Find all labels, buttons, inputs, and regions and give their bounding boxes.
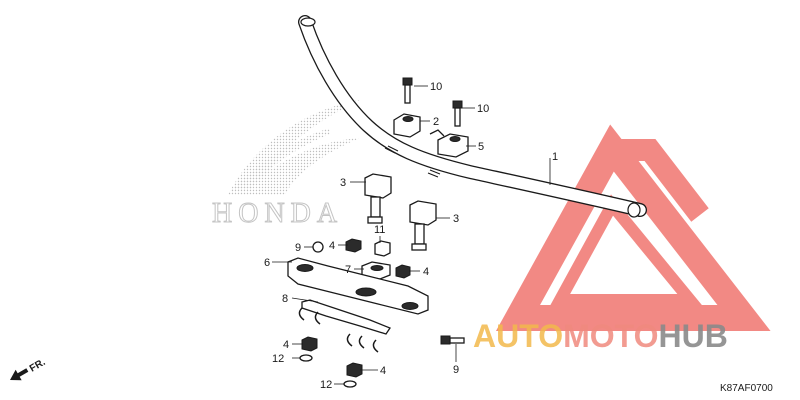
callout-4c: 4 [283,339,289,351]
washer-9 [312,241,324,253]
callout-9b: 9 [453,364,459,376]
callout-11: 11 [374,224,385,236]
callout-5: 5 [478,141,484,153]
lower-holder-3-left [364,173,392,224]
callout-7: 7 [345,264,351,276]
bolt-10-right [452,100,463,127]
watermark-auto: AUTO [473,318,563,354]
front-direction-label: FR. [28,357,48,375]
bushing-4-a [345,238,362,253]
automotohub-logo [495,124,771,331]
nut-4-d [346,362,363,378]
callout-4b: 4 [423,266,429,278]
upper-holder-2 [393,113,421,138]
washer-12-a [299,354,313,362]
callout-8: 8 [282,293,288,305]
honda-wing-logo [228,100,360,195]
upper-holder-5 [429,129,469,158]
callout-labels: 1 2 3 3 4 4 4 4 5 6 7 8 9 9 10 10 11 12 … [264,81,558,391]
leader-lines [272,85,551,385]
nut-4-c [301,336,318,352]
callout-10b: 10 [477,103,489,115]
watermark-wordmark: AUTOMOTOHUB [473,318,728,354]
lower-holder-3-right [409,200,437,251]
watermark-moto: MOTO [563,318,658,354]
collar-7 [361,261,391,280]
callout-12b: 12 [320,379,332,391]
front-direction-arrow: FR. [10,357,48,381]
top-bridge-6 [287,257,429,315]
callout-3a: 3 [340,177,346,189]
callout-3b: 3 [453,213,459,225]
callout-4a: 4 [329,240,335,252]
cable-bracket-8 [298,299,391,353]
handlebar [298,15,647,218]
callout-4d: 4 [380,365,386,377]
washer-12-b [343,380,357,388]
callout-1: 1 [552,151,558,163]
watermark-hub: HUB [658,318,727,354]
bolt-10-left [402,77,413,104]
bushing-4-b [395,264,411,279]
callout-2: 2 [433,116,439,128]
honda-watermark-text: HONDA [212,198,343,229]
callout-12a: 12 [272,353,284,365]
bolt-9 [440,335,465,345]
callout-10a: 10 [430,81,442,93]
bushing-11 [374,240,391,257]
callout-9a: 9 [295,242,301,254]
drawing-code: K87AF0700 [720,383,773,394]
callout-6: 6 [264,257,270,269]
